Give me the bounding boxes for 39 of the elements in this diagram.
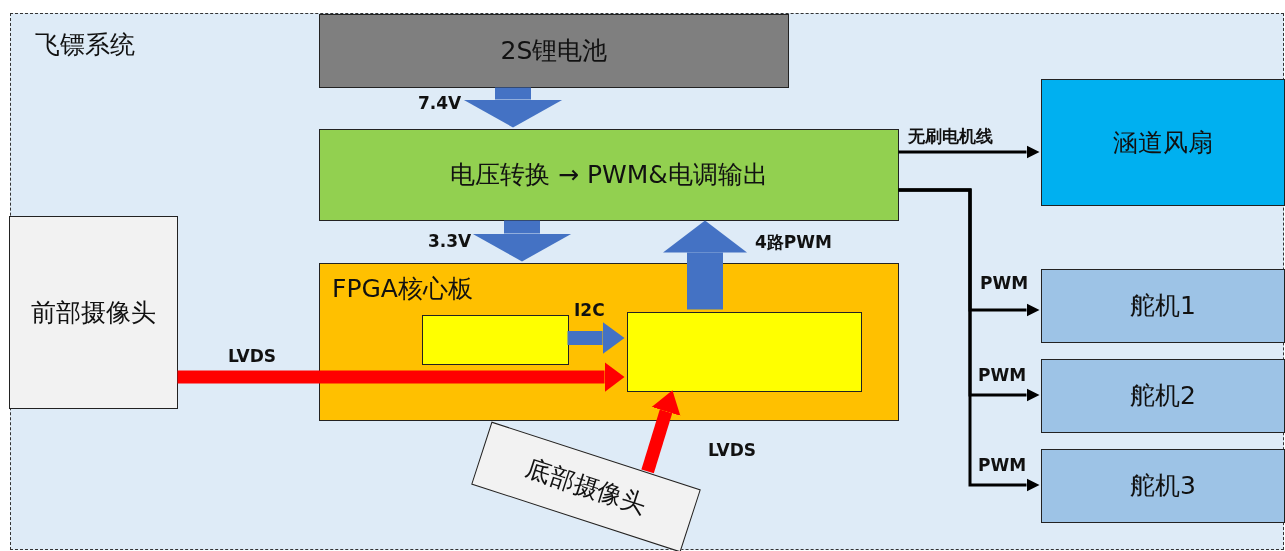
box-label: 舵机1: [1130, 291, 1196, 321]
arrow: [463, 87, 563, 128]
arrow: [567, 322, 625, 354]
box-label: FPGA核心板: [332, 274, 473, 304]
edge-label: 4路PWM: [755, 231, 832, 254]
servo-box: [1041, 269, 1285, 343]
box-label: 电压转换 → PWM&电调输出: [450, 160, 768, 190]
box-label: 前部摄像头: [31, 297, 156, 328]
box-label: 涵道风扇: [1113, 127, 1213, 158]
power-box: [319, 129, 899, 221]
system-frame: [10, 13, 1284, 550]
arrow: [177, 362, 625, 392]
arrow: [472, 220, 572, 262]
box-label: 2S锂电池: [500, 36, 608, 66]
arrow: [898, 145, 1040, 159]
edge-label: PWM: [978, 455, 1027, 475]
edge-label: PWM: [978, 365, 1027, 385]
edge-label: LVDS: [228, 346, 276, 366]
servo-box: [1041, 359, 1285, 433]
chip-box: [627, 312, 862, 392]
servo-box: [1041, 449, 1285, 523]
sensor-box: [422, 315, 569, 365]
camera-box: [9, 216, 178, 409]
edge-label: PWM: [980, 273, 1029, 293]
box-label: 舵机3: [1130, 471, 1196, 501]
battery-box: [319, 14, 789, 88]
box-label: 飞镖系统: [35, 30, 135, 60]
board-box: [319, 263, 899, 421]
edge-label: 无刷电机线: [908, 125, 993, 148]
arrow: [663, 220, 747, 310]
arrow: [898, 188, 1040, 492]
box-label: 底部摄像头: [521, 453, 651, 521]
arrow: [641, 390, 681, 474]
edge-label: 7.4V: [418, 93, 462, 113]
edge-label: I2C: [574, 300, 605, 320]
fan-box: [1041, 79, 1285, 206]
edge-label: LVDS: [708, 440, 756, 460]
edge-label: 3.3V: [428, 231, 472, 251]
box-label: 舵机2: [1130, 381, 1196, 411]
